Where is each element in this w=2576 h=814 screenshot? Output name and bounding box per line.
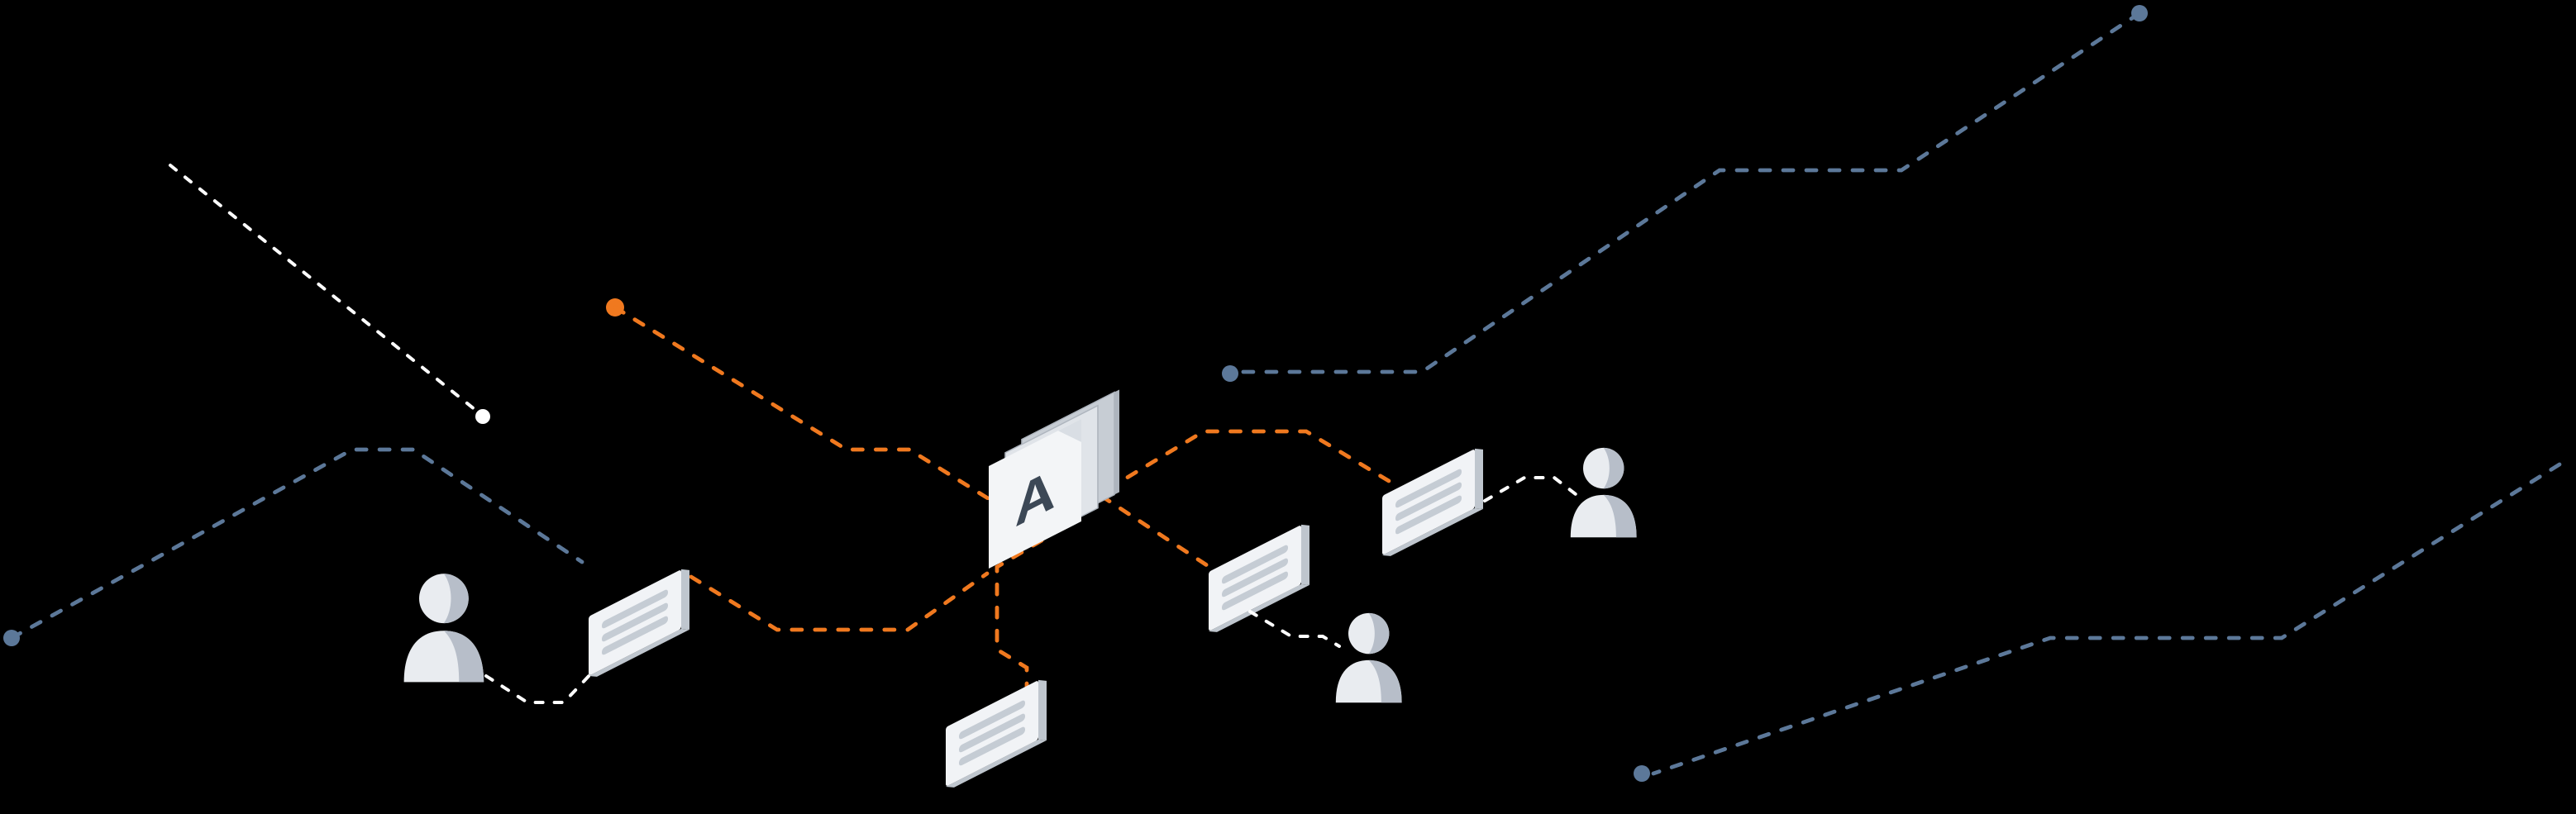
dot-white	[475, 409, 490, 424]
connector-center-card-to-person	[1248, 610, 1341, 648]
dashed-path-orange-to-bottom-card	[995, 538, 1044, 690]
document-stack-icon: A	[989, 389, 1119, 569]
dashed-path-orange-to-top-right-card	[1105, 429, 1391, 492]
document-pages-edge	[1114, 389, 1119, 495]
background-dashed-paths	[9, 11, 2562, 776]
dashed-path-white-top-left	[169, 164, 481, 415]
orange-dashed-paths	[613, 305, 1391, 690]
dot-blue-center	[1222, 365, 1238, 382]
dashed-path-blue-top-right	[1228, 11, 2142, 374]
dashed-path-blue-bottom-right	[1651, 462, 2562, 776]
dashed-path-orange-to-center-card	[1099, 493, 1214, 571]
dot-blue-bottom-right	[1634, 765, 1650, 782]
dot-blue-left	[3, 630, 20, 646]
dashed-path-orange-left-card-to-document	[689, 571, 990, 632]
connector-person-left-to-card	[484, 671, 594, 704]
document-page-front	[989, 418, 1081, 569]
white-connector-paths	[484, 476, 1577, 704]
document-fold-corner	[1058, 418, 1081, 442]
dot-blue-top-right	[2131, 5, 2148, 21]
connector-top-right-card-to-person	[1483, 476, 1577, 502]
dashed-path-orange-main	[613, 305, 1008, 512]
dashed-path-blue-left	[9, 447, 584, 640]
